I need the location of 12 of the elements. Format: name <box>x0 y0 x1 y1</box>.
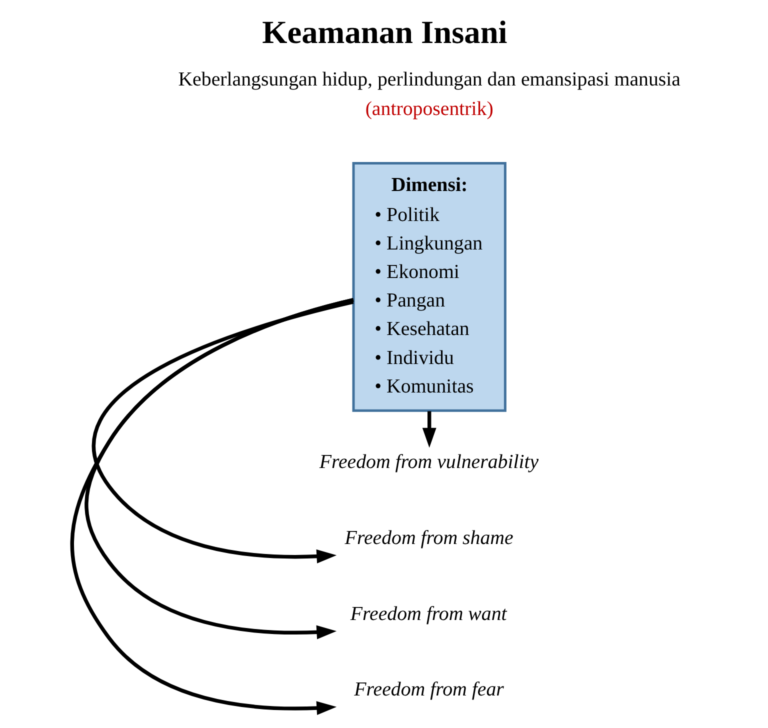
node-text: Freedom from shame <box>344 527 514 550</box>
arrow <box>70 298 354 716</box>
label: (antroposentrik) <box>365 98 494 120</box>
arrow <box>422 411 436 448</box>
node-text: Freedom from want <box>350 602 507 625</box>
arrow <box>84 298 354 640</box>
node-text: Freedom from vulnerability <box>319 451 539 474</box>
node-box: Dimensi: • Politik • Lingkungan • Ekonomi • Pangan • Kesehatan • Individu • Komunitas <box>352 162 506 412</box>
label: Keberlangsungan hidup, perlindungan dan emansipasi manusia <box>178 68 680 90</box>
diagram-title: Keamanan Insani <box>262 14 508 50</box>
node-text: Freedom from fear <box>354 678 504 701</box>
arrow <box>92 300 354 564</box>
